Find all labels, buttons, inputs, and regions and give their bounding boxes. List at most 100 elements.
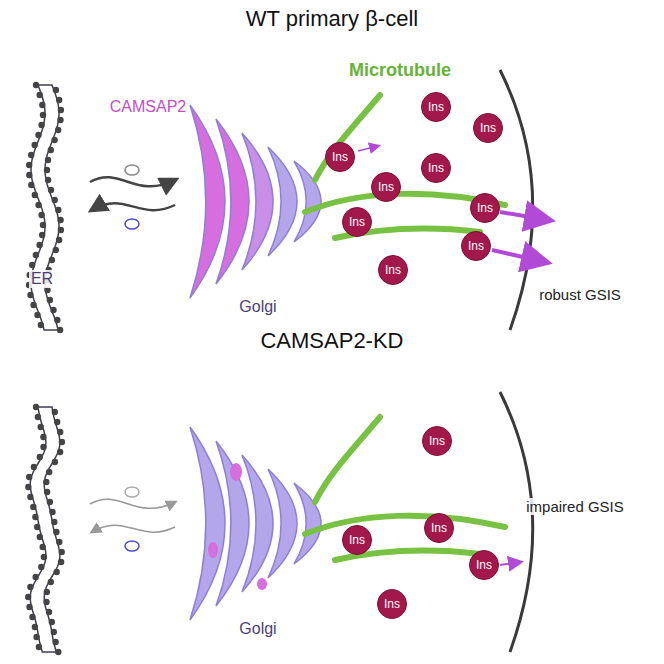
ribosome bbox=[57, 429, 63, 435]
ribosome bbox=[51, 137, 57, 143]
vesicle bbox=[125, 219, 139, 229]
secretion-arrow bbox=[500, 212, 548, 220]
plasma-membrane bbox=[500, 70, 533, 330]
vesicle bbox=[125, 541, 139, 551]
ribosome bbox=[40, 112, 46, 118]
ribosome bbox=[57, 327, 63, 333]
ribosome bbox=[57, 117, 63, 123]
ribosome bbox=[36, 242, 42, 248]
secretion-arrow bbox=[500, 562, 520, 565]
camsap2-spot bbox=[257, 578, 267, 590]
granule-label: Ins bbox=[431, 521, 447, 535]
structure-label: Microtubule bbox=[347, 60, 453, 81]
ribosome bbox=[51, 629, 57, 635]
microtubule bbox=[305, 516, 505, 534]
ribosome bbox=[27, 584, 33, 590]
ribosome bbox=[43, 599, 49, 605]
insulin-granule: Ins bbox=[461, 231, 491, 261]
ribosome bbox=[47, 499, 53, 505]
ribosome bbox=[32, 514, 38, 520]
ribosome bbox=[27, 494, 33, 500]
ribosome bbox=[56, 539, 62, 545]
ribosome bbox=[58, 107, 64, 113]
golgi-cisterna bbox=[242, 455, 273, 592]
ribosome bbox=[38, 424, 44, 430]
ribosome bbox=[37, 454, 43, 460]
retrograde-arrow bbox=[92, 203, 175, 210]
outcome-label: impaired GSIS bbox=[524, 498, 626, 515]
ribosome bbox=[37, 92, 43, 98]
ribosome bbox=[57, 217, 63, 223]
ribosome bbox=[40, 222, 46, 228]
panel-title: CAMSAP2-KD bbox=[258, 328, 405, 354]
golgi-cisterna bbox=[216, 119, 249, 284]
granule-label: Ins bbox=[468, 239, 484, 253]
ribosome bbox=[43, 479, 49, 485]
ribosome bbox=[44, 167, 50, 173]
camsap2-spot bbox=[230, 463, 242, 481]
ribosome bbox=[27, 292, 33, 298]
ribosome bbox=[39, 232, 45, 238]
insulin-granule: Ins bbox=[473, 113, 503, 143]
insulin-granule: Ins bbox=[421, 153, 451, 183]
ribosome bbox=[25, 484, 31, 490]
granule-label: Ins bbox=[349, 533, 365, 547]
ribosome bbox=[48, 579, 54, 585]
ribosome bbox=[45, 177, 51, 183]
ribosome bbox=[56, 237, 62, 243]
ribosome bbox=[32, 624, 38, 630]
ribosome bbox=[58, 227, 64, 233]
ribosome bbox=[38, 322, 44, 328]
golgi-cisterna bbox=[216, 441, 249, 606]
ribosome bbox=[54, 419, 60, 425]
microtubule bbox=[315, 95, 380, 180]
organelle-label: ER bbox=[29, 270, 55, 288]
insulin-granule: Ins bbox=[470, 193, 500, 223]
ribosome bbox=[59, 439, 65, 445]
ribosome bbox=[48, 147, 54, 153]
ribosome bbox=[31, 464, 37, 470]
ribosome bbox=[35, 132, 41, 138]
granule-label: Ins bbox=[385, 263, 401, 277]
wt-panel bbox=[26, 70, 533, 333]
ribosome bbox=[44, 489, 50, 495]
ribosome bbox=[40, 444, 46, 450]
ribosome bbox=[40, 544, 46, 550]
ribosome bbox=[40, 434, 46, 440]
ribosome bbox=[35, 202, 41, 208]
granule-label: Ins bbox=[428, 161, 444, 175]
ribosome bbox=[26, 162, 32, 168]
panel-title: WT primary β-cell bbox=[246, 6, 418, 32]
granule-label: Ins bbox=[384, 597, 400, 611]
ribosome bbox=[41, 554, 47, 560]
ribosome bbox=[30, 302, 36, 308]
insulin-granule: Ins bbox=[422, 426, 452, 456]
ribosome bbox=[34, 524, 40, 530]
anterograde-arrow bbox=[90, 499, 175, 508]
camsap2-spot bbox=[208, 542, 218, 558]
insulin-granule: Ins bbox=[424, 513, 454, 543]
ribosome bbox=[46, 469, 52, 475]
secretion-arrow bbox=[358, 146, 378, 151]
ribosome bbox=[54, 569, 60, 575]
ribosome bbox=[52, 459, 58, 465]
ribosome bbox=[45, 157, 51, 163]
ribosome bbox=[26, 604, 32, 610]
ribosome bbox=[35, 414, 41, 420]
ribosome bbox=[38, 122, 44, 128]
ribosome bbox=[52, 197, 58, 203]
ribosome bbox=[38, 564, 44, 570]
ribosome bbox=[29, 262, 35, 268]
secretion-arrow bbox=[492, 250, 545, 262]
granule-label: Ins bbox=[429, 434, 445, 448]
ribosome bbox=[25, 594, 31, 600]
organelle-label: Golgi bbox=[237, 298, 278, 316]
granule-label: Ins bbox=[428, 100, 444, 114]
ribosome bbox=[32, 142, 38, 148]
ribosome bbox=[48, 187, 54, 193]
vesicle bbox=[125, 487, 139, 497]
ribosome bbox=[28, 182, 34, 188]
ribosome bbox=[47, 297, 53, 303]
ribosome bbox=[55, 649, 61, 655]
ribosome bbox=[39, 102, 45, 108]
